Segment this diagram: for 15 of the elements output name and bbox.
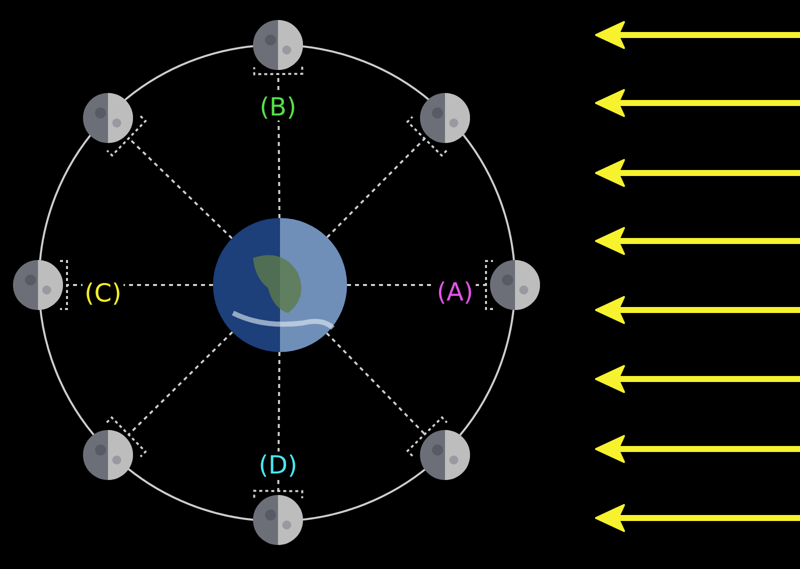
earth-drawing <box>213 218 347 352</box>
moon-drawing <box>13 260 63 310</box>
sight-line <box>326 332 426 435</box>
moon-drawing <box>83 93 133 143</box>
edge-label: (A) <box>434 278 476 306</box>
moon-drawing <box>420 93 470 143</box>
moon-drawing <box>253 495 303 545</box>
moon-drawing <box>83 430 133 480</box>
edge-label: (C) <box>82 280 124 306</box>
moon-drawing <box>490 260 540 310</box>
sight-line <box>128 331 234 436</box>
moon-drawing <box>420 430 470 480</box>
sight-line <box>128 137 233 240</box>
moon-drawing <box>253 20 303 70</box>
sight-line <box>326 138 426 238</box>
